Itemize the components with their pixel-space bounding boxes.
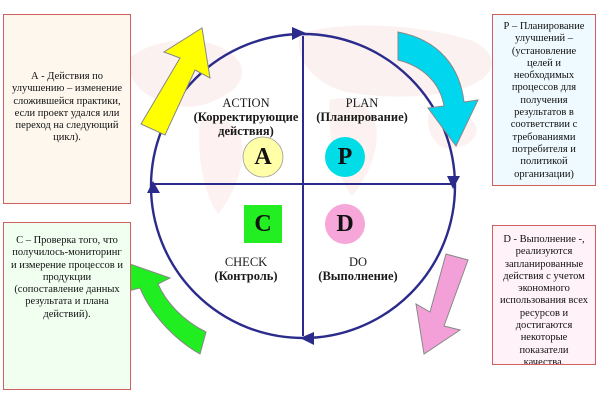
plan-quadrant-title: PLAN (Планирование)	[287, 96, 437, 124]
letter-disc-d	[325, 204, 365, 244]
letter-disc-c	[244, 205, 282, 243]
letter-p: P	[337, 144, 353, 170]
do-subtitle: (Выполнение)	[318, 269, 398, 283]
cycle-direction-arrowhead-icon	[147, 181, 160, 193]
check-description-box: С – Проверка того, что получилось-монито…	[3, 222, 131, 390]
action-subtitle: (Корректирующие действия)	[193, 110, 299, 138]
letter-a: A	[254, 144, 272, 170]
letter-disc-p	[325, 137, 365, 177]
letter-disc-a	[242, 136, 284, 178]
do-quadrant-title: DO (Выполнение)	[283, 255, 433, 283]
cycle-direction-arrowhead-icon	[300, 332, 314, 345]
letter-d: D	[336, 211, 354, 237]
do-description-box: D - Выполнение -, реализуются запланиров…	[492, 225, 596, 365]
check-subtitle: (Контроль)	[214, 269, 278, 283]
letter-c: C	[254, 211, 272, 237]
action-description-box: А - Действия по улучшению – изменение сл…	[3, 14, 131, 204]
check-quadrant-title: CHECK (Контроль)	[171, 255, 321, 283]
action-label: ACTION	[222, 96, 270, 110]
cycle-direction-arrowhead-icon	[292, 27, 306, 40]
clockwise-arrow-icon	[397, 31, 479, 147]
plan-description-box: Р – Планирование улучшений – (установлен…	[492, 14, 596, 186]
cycle-direction-arrowhead-icon	[447, 176, 460, 189]
clockwise-arrow-icon	[140, 27, 211, 136]
clockwise-arrow-icon	[415, 253, 469, 355]
plan-subtitle: (Планирование)	[316, 110, 408, 124]
plan-label: PLAN	[345, 96, 379, 110]
action-quadrant-title: ACTION (Корректирующие действия)	[171, 96, 321, 138]
do-label: DO	[348, 255, 368, 269]
check-label: CHECK	[224, 255, 268, 269]
map-continent	[199, 117, 243, 214]
